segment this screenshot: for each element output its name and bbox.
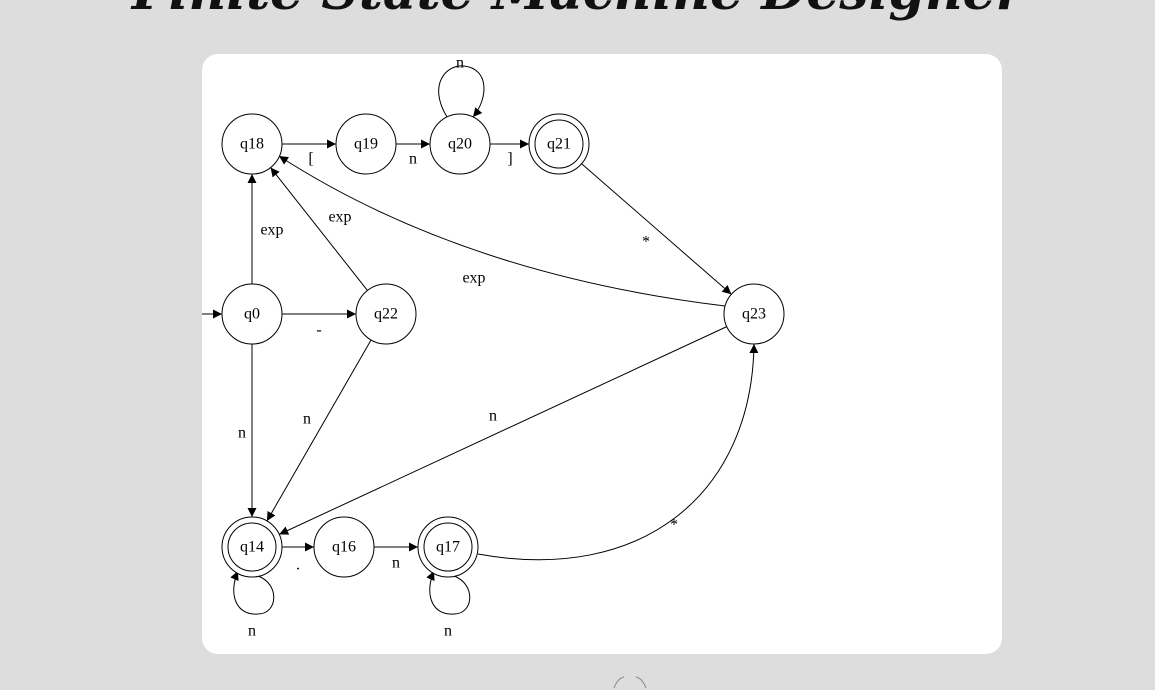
transition-q17-q17-arrow[interactable] (426, 570, 471, 615)
transition-q21-q23-label: * (642, 234, 650, 251)
state-circle[interactable] (221, 113, 283, 175)
state-q18[interactable]: q18 (221, 113, 283, 175)
state-circle[interactable] (313, 516, 375, 578)
transition-q17-q17-label: n (444, 623, 452, 640)
state-label: q18 (240, 136, 264, 153)
transition-q22-q18-label: exp (328, 209, 351, 226)
state-circle[interactable] (723, 283, 785, 345)
state-label: q23 (742, 306, 766, 323)
state-circle[interactable] (221, 283, 283, 345)
transition-q14-q14-arrow[interactable] (230, 570, 275, 615)
transition-q22-q18-arrow[interactable] (270, 167, 368, 291)
transition-q14-q16-label: . (296, 557, 300, 574)
state-q0[interactable]: q0 (221, 283, 283, 345)
state-q16[interactable]: q16 (313, 516, 375, 578)
state-label: q19 (354, 136, 378, 153)
state-label: q21 (547, 136, 571, 153)
transition-q22-q14-label: n (303, 411, 311, 428)
state-q22[interactable]: q22 (355, 283, 417, 345)
transition-q21-q23-arrow[interactable] (581, 163, 732, 295)
transition-q17-q23-label: * (670, 517, 678, 534)
accepting-ring (423, 522, 473, 572)
state-circle[interactable] (335, 113, 397, 175)
state-label: q14 (240, 539, 264, 556)
state-label: q16 (332, 539, 356, 556)
transition-q23-q18-arrow[interactable] (278, 155, 726, 307)
state-label: q22 (374, 306, 398, 323)
state-q21[interactable]: q21 (528, 113, 590, 175)
state-q19[interactable]: q19 (335, 113, 397, 175)
fsm-diagram[interactable]: [ n n] * exp exp exp - n n n. n n n * q18 q19 q20 q21 q0 q2… (202, 54, 1002, 654)
transition-q17-q23-arrow[interactable] (477, 343, 759, 561)
state-label: q17 (436, 539, 460, 556)
transition-q0-q22-label: - (316, 322, 321, 339)
state-circle[interactable] (355, 283, 417, 345)
transition-q23-q14-label: n (489, 408, 497, 425)
transition-q18-q19-label: [ (308, 151, 313, 168)
state-q14[interactable]: q14 (221, 516, 283, 578)
state-q23[interactable]: q23 (723, 283, 785, 345)
transition-q23-q18-label: exp (462, 270, 485, 287)
state-q20[interactable]: q20 (429, 113, 491, 175)
page-footer-decoration (613, 676, 647, 689)
accepting-ring (227, 522, 277, 572)
state-q17[interactable]: q17 (417, 516, 479, 578)
state-circle[interactable] (429, 113, 491, 175)
state-label: q20 (448, 136, 472, 153)
transition-q0-q14-label: n (238, 425, 246, 442)
accepting-ring (534, 119, 584, 169)
page-title: Finite State Machine Designer (0, 0, 1155, 22)
transition-q22-q14-arrow[interactable] (266, 339, 372, 522)
transition-q19-q20-label: n (409, 151, 417, 168)
transition-q20-q20-label: n (456, 55, 464, 72)
fsm-canvas[interactable]: [ n n] * exp exp exp - n n n. n n n * q18 q19 q20 q21 q0 q2… (202, 54, 1002, 654)
transition-q0-q18-label: exp (260, 222, 283, 239)
transition-q20-q20-arrow[interactable] (438, 65, 485, 118)
transition-q14-q14-label: n (248, 623, 256, 640)
transition-q20-q21-label: ] (507, 151, 512, 168)
transition-q23-q14-arrow[interactable] (279, 326, 727, 535)
state-label: q0 (244, 306, 260, 323)
transition-q16-q17-label: n (392, 555, 400, 572)
